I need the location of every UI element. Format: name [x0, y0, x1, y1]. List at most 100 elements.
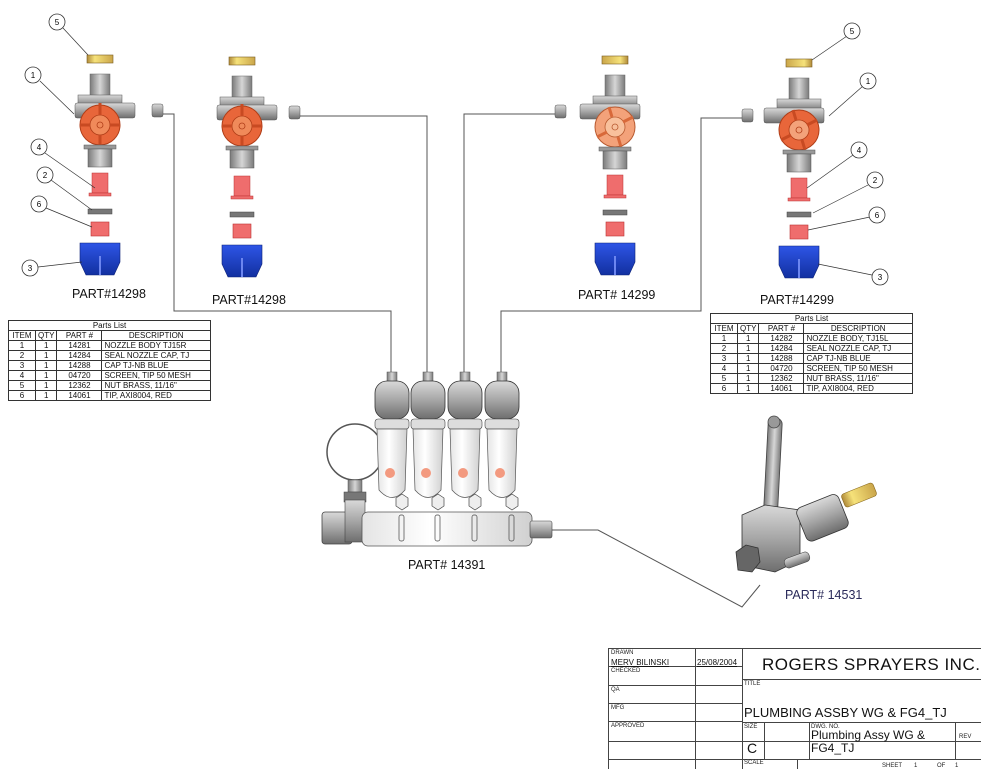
part-label-left-inner: PART#14298 [212, 293, 286, 307]
part-number-cell: 14061 [56, 390, 103, 401]
balloon-number: 4 [37, 143, 42, 152]
nozzle-dial-hub [96, 121, 104, 129]
seal [87, 208, 113, 215]
qty-cell: 1 [736, 333, 760, 344]
hose-barb-end [151, 103, 164, 118]
balloon [866, 171, 884, 189]
screen-lip [603, 194, 627, 199]
parts-list-header: ITEM QTY PART # DESCRIPTION [710, 323, 913, 334]
hose-line-2 [300, 115, 428, 376]
valve-plug-hex [735, 544, 761, 573]
sheet-label: SHEET [882, 763, 903, 769]
part-number-cell: 14284 [758, 343, 805, 354]
clip-slot [398, 514, 405, 542]
balloon-number: 1 [866, 77, 871, 86]
of-label: OF [937, 763, 946, 769]
divider [609, 721, 742, 722]
balloon-number: 5 [55, 18, 60, 27]
dial-spokes [596, 106, 634, 148]
qty-cell: 1 [736, 383, 760, 394]
drawn-by: MERV BILINSKI [611, 658, 670, 667]
divider [609, 666, 742, 667]
hex-nut [431, 493, 445, 511]
divider [764, 722, 765, 759]
col-item: ITEM [8, 330, 36, 341]
connector-lines [162, 113, 761, 608]
clip-slot [508, 514, 515, 542]
balloon [868, 206, 886, 224]
company-name: ROGERS SPRAYERS INC. [762, 655, 981, 674]
description-cell: NOZZLE BODY TJ15R [101, 340, 211, 351]
screen-lip [787, 197, 811, 202]
part-number-cell: 04720 [758, 363, 805, 374]
qty-cell: 1 [736, 373, 760, 384]
collar [484, 418, 520, 430]
divider [955, 722, 956, 759]
collar [447, 418, 483, 430]
hose-barb-end [554, 104, 567, 119]
body-outlet [602, 150, 628, 170]
description-cell: SCREEN, TIP 50 MESH [101, 370, 211, 381]
sheet-number: 1 [914, 763, 918, 769]
part-label-valve: PART# 14531 [785, 588, 863, 602]
col-description: DESCRIPTION [803, 323, 913, 334]
balloon [871, 268, 889, 286]
divider [695, 649, 696, 769]
divider [609, 741, 981, 742]
description-cell: SCREEN, TIP 50 MESH [803, 363, 913, 374]
description-cell: SEAL NOZZLE CAP, TJ [803, 343, 913, 354]
nozzle-dial-ring [231, 115, 253, 137]
hex-nut [468, 493, 482, 511]
body-outlet [87, 148, 113, 168]
checked-label: CHECKED [611, 668, 641, 674]
tip [605, 221, 625, 237]
qty-cell: 1 [34, 360, 58, 371]
balloons-left: 5 1 4 2 6 3 [21, 13, 96, 277]
manifold-assembly [321, 371, 553, 547]
handle-eye [767, 415, 781, 429]
valve-section [447, 371, 483, 542]
brass-nut [228, 56, 256, 66]
hose-line-1 [162, 113, 392, 376]
parts-list-caption: Parts List [710, 313, 913, 324]
seal [786, 211, 812, 218]
dwg-no-label: DWG. NO. [811, 724, 840, 730]
part-number-cell: 14284 [56, 350, 103, 361]
screen-lip [88, 192, 112, 197]
divider [742, 679, 981, 680]
elbow-body [484, 380, 520, 420]
balloon [850, 141, 868, 159]
qa-label: QA [611, 687, 620, 693]
part-label-right-outer: PART#14299 [760, 293, 834, 307]
item-cell: 4 [710, 363, 738, 374]
item-cell: 5 [710, 373, 738, 384]
divider [809, 722, 810, 759]
balloon-number: 4 [857, 146, 862, 155]
body-flange [598, 146, 632, 152]
elbow-body [374, 380, 410, 420]
description-cell: TIP, AXI8004, RED [803, 383, 913, 394]
col-part: PART # [758, 323, 805, 334]
rev-label: REV [959, 734, 972, 740]
section-body [412, 428, 444, 498]
hose-line-4 [500, 117, 742, 376]
dial-spokes [80, 103, 120, 146]
item-cell: 6 [8, 390, 36, 401]
tip [90, 221, 110, 237]
hose-barb-end [288, 105, 301, 120]
hose-line-3 [463, 113, 556, 376]
balloon-number: 3 [28, 264, 33, 273]
nozzle-dial-ring [89, 114, 111, 136]
inlet-nipple [496, 371, 508, 383]
part-number-cell: 04720 [56, 370, 103, 381]
qty-cell: 1 [34, 390, 58, 401]
valve-section [410, 371, 446, 542]
part-number-cell: 14061 [758, 383, 805, 394]
brass-nut [601, 55, 629, 65]
nozzle-dial-hub [238, 122, 246, 130]
seal [229, 211, 255, 218]
